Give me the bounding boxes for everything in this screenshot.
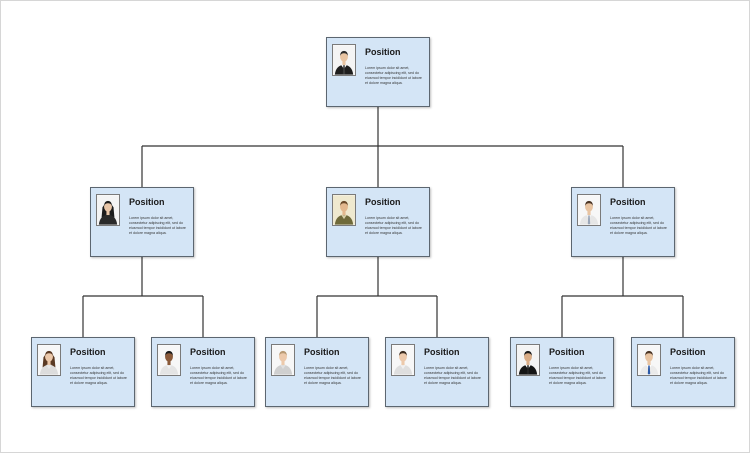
org-node-manager-3[interactable]: Position Lorem ipsum dolor sit amet, con…: [571, 187, 675, 257]
man-white-shirt-icon: [577, 194, 601, 226]
node-title: Position: [304, 347, 340, 357]
node-description: Lorem ipsum dolor sit amet, consectetur …: [610, 216, 667, 235]
node-title: Position: [610, 197, 646, 207]
woman-brown-hair-icon: [37, 344, 61, 376]
node-title: Position: [549, 347, 585, 357]
org-node-root[interactable]: Position Lorem ipsum dolor sit amet, con…: [326, 37, 430, 107]
node-description: Lorem ipsum dolor sit amet, consectetur …: [129, 216, 186, 235]
node-title: Position: [365, 47, 401, 57]
woman-dark-hair-icon: [96, 194, 120, 226]
org-node-staff-5[interactable]: Position Lorem ipsum dolor sit amet, con…: [510, 337, 614, 407]
node-description: Lorem ipsum dolor sit amet, consectetur …: [70, 366, 127, 385]
node-description: Lorem ipsum dolor sit amet, consectetur …: [365, 216, 422, 235]
node-title: Position: [670, 347, 706, 357]
node-title: Position: [129, 197, 165, 207]
node-description: Lorem ipsum dolor sit amet, consectetur …: [304, 366, 361, 385]
node-title: Position: [365, 197, 401, 207]
man-blue-tie-icon: [637, 344, 661, 376]
node-description: Lorem ipsum dolor sit amet, consectetur …: [549, 366, 606, 385]
man-olive-jacket-icon: [332, 194, 356, 226]
node-title: Position: [424, 347, 460, 357]
org-node-staff-1[interactable]: Position Lorem ipsum dolor sit amet, con…: [31, 337, 135, 407]
node-title: Position: [70, 347, 106, 357]
org-node-staff-6[interactable]: Position Lorem ipsum dolor sit amet, con…: [631, 337, 735, 407]
man-light-hair-icon: [271, 344, 295, 376]
org-node-staff-3[interactable]: Position Lorem ipsum dolor sit amet, con…: [265, 337, 369, 407]
node-description: Lorem ipsum dolor sit amet, consectetur …: [424, 366, 481, 385]
node-title: Position: [190, 347, 226, 357]
org-node-manager-1[interactable]: Position Lorem ipsum dolor sit amet, con…: [90, 187, 194, 257]
woman-short-hair-icon: [391, 344, 415, 376]
man-black-suit-icon: [516, 344, 540, 376]
man-dark-suit-icon: [332, 44, 356, 76]
node-description: Lorem ipsum dolor sit amet, consectetur …: [190, 366, 247, 385]
node-description: Lorem ipsum dolor sit amet, consectetur …: [670, 366, 727, 385]
man-dark-skin-icon: [157, 344, 181, 376]
org-node-manager-2[interactable]: Position Lorem ipsum dolor sit amet, con…: [326, 187, 430, 257]
node-description: Lorem ipsum dolor sit amet, consectetur …: [365, 66, 422, 85]
org-node-staff-4[interactable]: Position Lorem ipsum dolor sit amet, con…: [385, 337, 489, 407]
org-node-staff-2[interactable]: Position Lorem ipsum dolor sit amet, con…: [151, 337, 255, 407]
